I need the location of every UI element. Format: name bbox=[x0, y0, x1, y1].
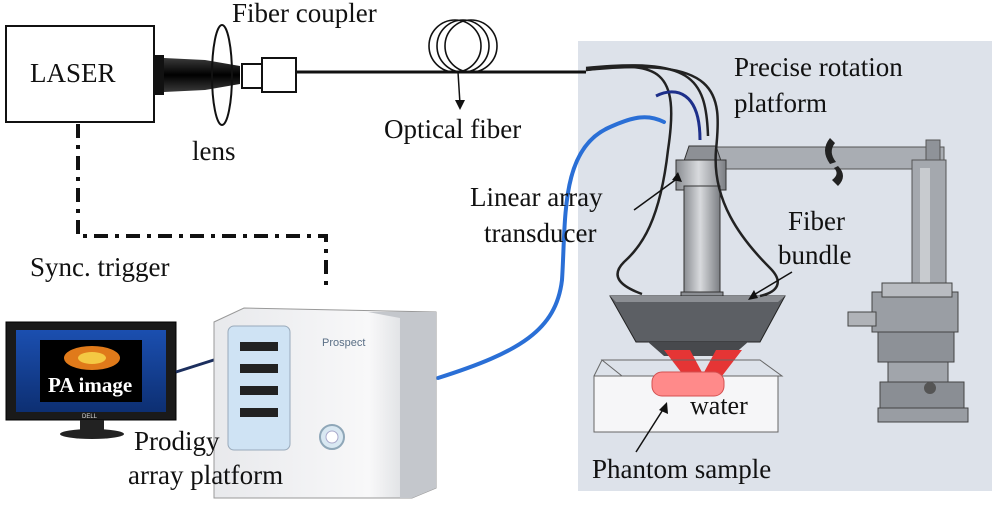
lens-label: lens bbox=[192, 136, 236, 166]
monitor: PA image DELL bbox=[5, 321, 221, 439]
fiber-bundle-label-1: Fiber bbox=[788, 206, 845, 236]
prodigy-array-platform: Prospect bbox=[213, 307, 437, 499]
linear-array-label-1: Linear array bbox=[470, 182, 603, 212]
optical-fiber-label: Optical fiber bbox=[384, 114, 521, 144]
monitor-brand: DELL bbox=[82, 414, 98, 420]
sync-trigger-label: Sync. trigger bbox=[30, 252, 169, 282]
laser-aperture bbox=[154, 55, 164, 95]
fiber-coupler-label: Fiber coupler bbox=[232, 0, 377, 28]
sync-trigger-line bbox=[76, 124, 328, 292]
monitor-cable bbox=[175, 356, 221, 374]
fiber-coupler-body bbox=[241, 63, 263, 89]
precise-rotation-label-1: Precise rotation bbox=[734, 52, 903, 82]
phantom-sample-label: Phantom sample bbox=[592, 454, 771, 484]
water-tank bbox=[593, 359, 784, 433]
fiber-coupler bbox=[261, 57, 297, 93]
blue-bundle-path bbox=[655, 90, 702, 141]
fiber-bundle-label-2: bundle bbox=[778, 240, 852, 270]
optical-fiber-arrowhead bbox=[455, 100, 465, 110]
rotation-stage bbox=[847, 282, 969, 423]
laser-box bbox=[5, 25, 155, 123]
linear-array-label-2: transducer bbox=[484, 218, 596, 248]
fiber-bundle-pointer bbox=[751, 271, 793, 297]
pa-image-label: PA image bbox=[48, 373, 132, 397]
optical-path: LASER bbox=[5, 19, 586, 126]
rotation-arrow-icon bbox=[825, 138, 843, 186]
fiber-bundle bbox=[585, 64, 779, 298]
water-label: water bbox=[690, 391, 748, 420]
prodigy-brand: Prospect bbox=[322, 337, 365, 349]
precise-rotation-label-2: platform bbox=[734, 88, 827, 118]
optical-fiber-pointer bbox=[457, 71, 461, 105]
setup-photo bbox=[436, 41, 992, 491]
light-cone-left bbox=[664, 350, 704, 376]
monitor-stand bbox=[60, 429, 124, 439]
laser-beam-tube bbox=[164, 58, 240, 92]
phantom-sample-object bbox=[651, 371, 725, 397]
transducer-cable bbox=[436, 115, 666, 380]
prodigy-label-1: Prodigy bbox=[134, 426, 220, 456]
prodigy-label-2: array platform bbox=[128, 460, 283, 490]
light-cone-right bbox=[702, 350, 742, 376]
fiber-coil bbox=[428, 19, 498, 73]
phantom-pointer bbox=[635, 407, 665, 453]
lens bbox=[211, 24, 233, 126]
light-cone bbox=[664, 350, 742, 376]
laser-label: LASER bbox=[30, 58, 116, 88]
monitor-neck bbox=[80, 420, 104, 432]
linear-array-transducer bbox=[675, 145, 727, 307]
transducer-pointer bbox=[633, 177, 679, 211]
